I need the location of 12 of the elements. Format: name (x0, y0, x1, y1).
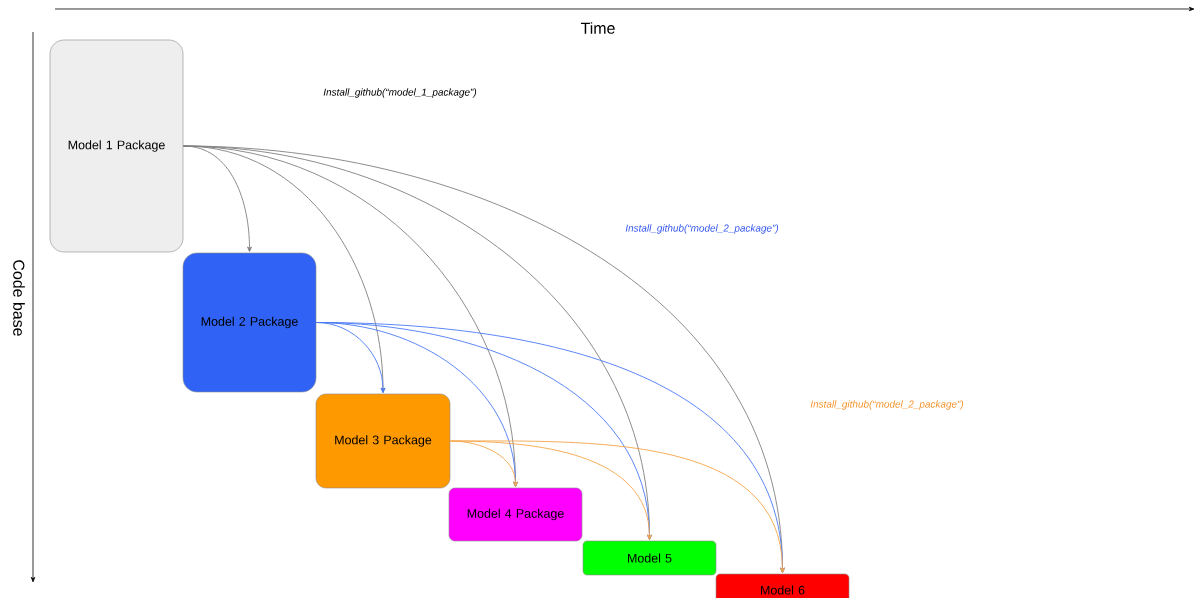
arrow (449, 440, 785, 573)
package-box: Model 3 Package (315, 393, 451, 489)
code-note: Install_github(“model_2_package”) (810, 400, 964, 410)
package-box: Model 1 Package (49, 39, 184, 253)
axis-label: Time (580, 22, 615, 34)
package-box: Model 4 Package (448, 487, 583, 542)
axis-label: Code base (13, 260, 25, 336)
code-note: Install_github(“model_2_package”) (625, 224, 779, 234)
code-note: Install_github(“model_1_package”) (323, 88, 477, 98)
package-box: Model 2 Package (182, 252, 317, 393)
package-box: Model 6 (715, 573, 850, 598)
package-box: Model 5 (582, 540, 717, 576)
